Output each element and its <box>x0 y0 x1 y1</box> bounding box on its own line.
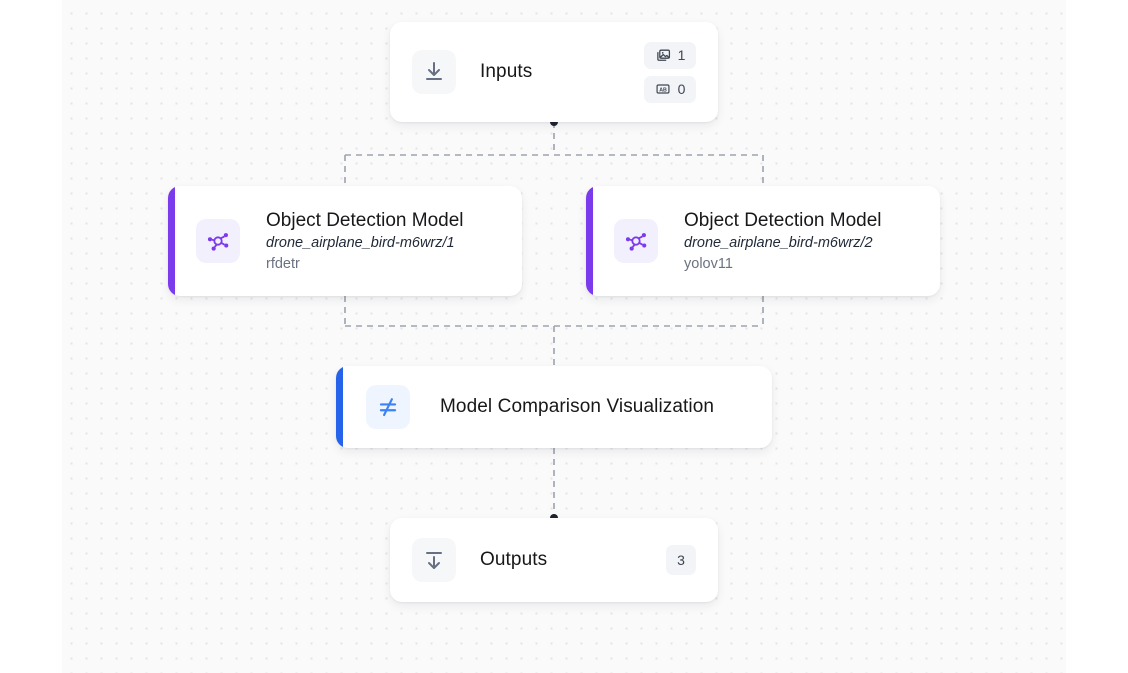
badge-output-count[interactable]: 3 <box>666 545 696 575</box>
badge-text-count[interactable]: AB 0 <box>644 75 696 103</box>
svg-text:AB: AB <box>659 87 667 93</box>
node-accent-bar <box>168 186 175 296</box>
upload-arrow-icon <box>412 538 456 582</box>
model-1-title: Object Detection Model <box>266 209 464 231</box>
model-network-icon <box>614 219 658 263</box>
badge-image-count[interactable]: 1 <box>644 41 696 69</box>
text-ab-icon: AB <box>656 84 670 94</box>
node-accent-bar <box>586 186 593 296</box>
node-object-detection-model-2[interactable]: Object Detection Model drone_airplane_bi… <box>586 186 940 296</box>
model-2-family: yolov11 <box>684 255 733 272</box>
model-2-version: drone_airplane_bird-m6wrz/2 <box>684 234 873 251</box>
download-arrow-icon <box>412 50 456 94</box>
model-1-family: rfdetr <box>266 255 300 272</box>
model-2-title: Object Detection Model <box>684 209 882 231</box>
node-accent-bar <box>336 366 343 448</box>
image-icon <box>656 49 670 61</box>
node-visualization-title: Model Comparison Visualization <box>440 396 715 417</box>
not-equal-icon <box>366 385 410 429</box>
node-model-comparison-visualization[interactable]: Model Comparison Visualization <box>336 366 772 448</box>
model-network-icon <box>196 219 240 263</box>
model-2-text-block: Object Detection Model drone_airplane_bi… <box>684 208 882 275</box>
node-inputs[interactable]: Inputs 1 AB 0 <box>390 22 718 122</box>
badge-image-count-label: 1 <box>677 47 686 63</box>
model-1-version: drone_airplane_bird-m6wrz/1 <box>266 234 455 251</box>
badge-text-count-label: 0 <box>677 81 686 97</box>
node-outputs-title: Outputs <box>480 549 548 570</box>
model-1-text-block: Object Detection Model drone_airplane_bi… <box>266 208 464 275</box>
inputs-badge-group: 1 AB 0 <box>644 41 696 103</box>
node-object-detection-model-1[interactable]: Object Detection Model drone_airplane_bi… <box>168 186 522 296</box>
node-outputs[interactable]: Outputs 3 <box>390 518 718 602</box>
node-inputs-title: Inputs <box>480 61 533 82</box>
badge-output-count-label: 3 <box>677 552 685 568</box>
